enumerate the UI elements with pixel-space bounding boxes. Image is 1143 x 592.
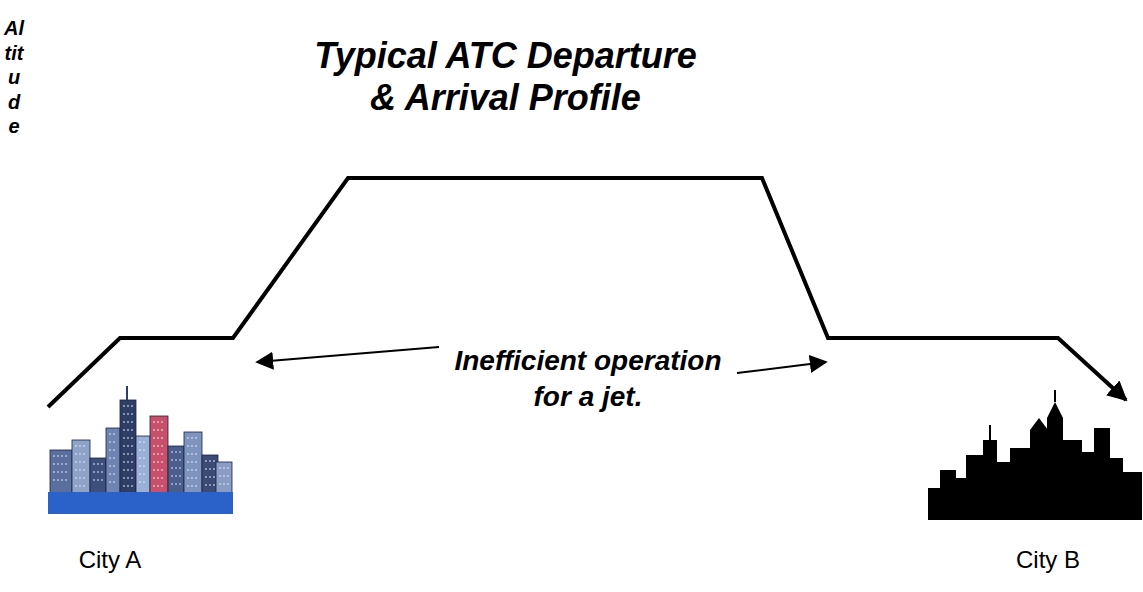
leader-arrow (737, 362, 826, 373)
axis-label: Altitude (4, 16, 24, 139)
city-label: City A (50, 546, 170, 574)
leader-arrow (257, 347, 439, 362)
city-a-skyline (48, 386, 233, 514)
city-label: City B (988, 546, 1108, 574)
city-b-skyline (928, 390, 1142, 520)
diagram-title: Typical ATC Departure & Arrival Profile (303, 35, 708, 119)
callout-note: Inefficient operation for a jet. (443, 343, 733, 415)
